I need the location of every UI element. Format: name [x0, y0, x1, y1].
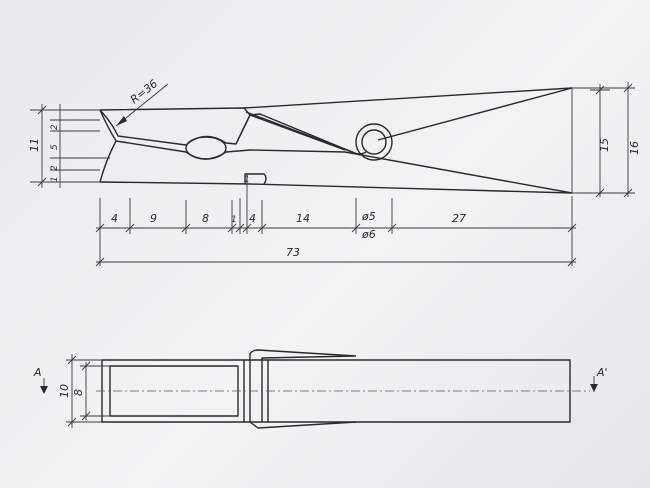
- len-4: 4: [111, 212, 118, 225]
- section-a-arrow: [40, 386, 48, 394]
- jaw-tip-curve: [99, 109, 117, 183]
- radius-label: R=36: [128, 77, 160, 106]
- len-27: 27: [452, 212, 466, 225]
- upper-lever-outline: [235, 87, 573, 156]
- spring-coil-inner: [361, 129, 387, 155]
- dim-label-5: 5: [50, 144, 60, 150]
- spring-wire: [245, 111, 367, 155]
- tick: [95, 257, 105, 267]
- jaw-oval-hole: [185, 136, 227, 160]
- tick: [595, 85, 605, 95]
- section-a-label: A: [33, 366, 42, 379]
- tick: [67, 417, 77, 427]
- dim-label-16: 16: [628, 141, 641, 155]
- dim-label-w10: 10: [58, 384, 71, 398]
- dim-label-11: 11: [28, 138, 41, 152]
- lower-jaw-outline: [99, 140, 573, 194]
- tick: [623, 83, 633, 93]
- dim-ticks: [95, 223, 577, 233]
- spring-coil-outer: [355, 123, 393, 161]
- len-4b: 4: [249, 212, 256, 225]
- tick: [81, 361, 91, 371]
- dim-label-w8: 8: [72, 389, 85, 396]
- len-8: 8: [202, 212, 209, 225]
- upper-jaw-outline: [99, 107, 251, 146]
- dim-label-2a: 2: [50, 124, 60, 130]
- len-1: 1: [231, 215, 237, 225]
- dim-label-1: 1: [50, 176, 60, 182]
- tick: [37, 105, 47, 115]
- len-total: 73: [286, 246, 300, 259]
- dia-5: ø5: [361, 210, 376, 223]
- tick: [37, 177, 47, 187]
- tick: [595, 188, 605, 198]
- top-view: 10 8 A A': [33, 349, 608, 429]
- fulcrum-notch: [244, 173, 267, 185]
- lever-inner-edge: [249, 114, 346, 151]
- tick: [67, 355, 77, 365]
- tick: [567, 257, 577, 267]
- front-view: R=36 11 2 5 2 1 15 16: [28, 77, 641, 267]
- top-spring-clip: [249, 349, 357, 429]
- tick: [81, 411, 91, 421]
- tick: [623, 188, 633, 198]
- len-9: 9: [150, 212, 157, 225]
- radius-arrow: [116, 116, 127, 126]
- dia-6: ø6: [361, 228, 376, 241]
- section-a2-label: A': [596, 366, 608, 379]
- dim-label-2b: 2: [50, 165, 60, 171]
- len-14: 14: [296, 212, 310, 225]
- dim-label-15: 15: [598, 138, 611, 152]
- section-a2-arrow: [590, 384, 598, 392]
- len-1b: 1: [244, 175, 250, 185]
